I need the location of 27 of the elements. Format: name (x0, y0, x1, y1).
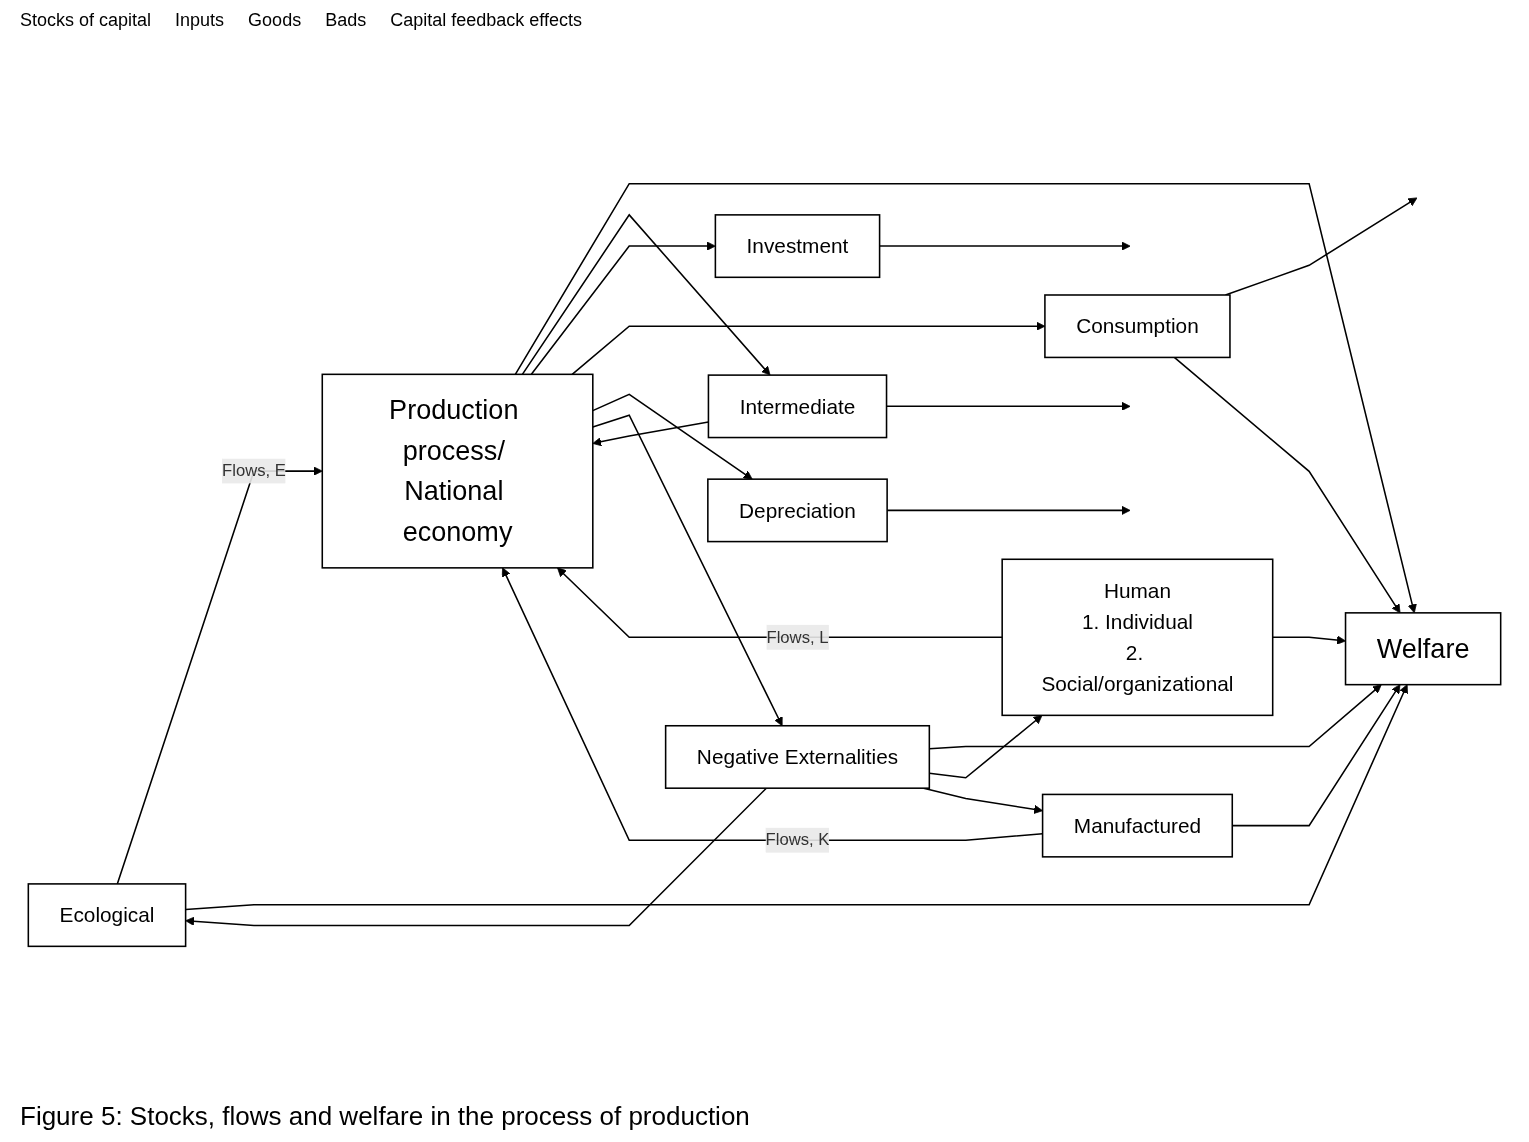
node-box: Consumption (1044, 294, 1231, 359)
node-box: Investment (714, 214, 881, 279)
node-box: Ecological (27, 883, 187, 948)
arrow (592, 414, 783, 727)
arrow (185, 787, 768, 927)
arrow (1173, 356, 1401, 614)
edge-label: Flows, L (766, 627, 829, 646)
node-box: Welfare (1344, 612, 1502, 686)
edge-label: Flows, E (222, 461, 286, 480)
figure-caption: Figure 5: Stocks, flows and welfare in the process of production (20, 1101, 751, 1132)
node-box: Negative Externalities (664, 725, 931, 789)
arrow (592, 393, 753, 480)
node-box: Depreciation (707, 478, 888, 543)
note-label: Capital feedback effects (390, 10, 582, 31)
arrow (521, 213, 771, 376)
node-box: Intermediate (707, 374, 888, 439)
note-label: Inputs (175, 10, 225, 31)
node-box: Production process/ National economy (321, 373, 594, 569)
node-box: Manufactured (1041, 793, 1234, 858)
arrow (116, 466, 323, 885)
edge-label: Flows, K (765, 830, 830, 849)
arrow (514, 182, 1417, 614)
node-box: Human 1. Individual 2. Social/organizational (1001, 558, 1274, 717)
note-label: Goods (248, 10, 302, 31)
note-label: Stocks of capital (20, 10, 152, 31)
note-label: Bads (325, 10, 367, 31)
arrow (530, 241, 716, 376)
